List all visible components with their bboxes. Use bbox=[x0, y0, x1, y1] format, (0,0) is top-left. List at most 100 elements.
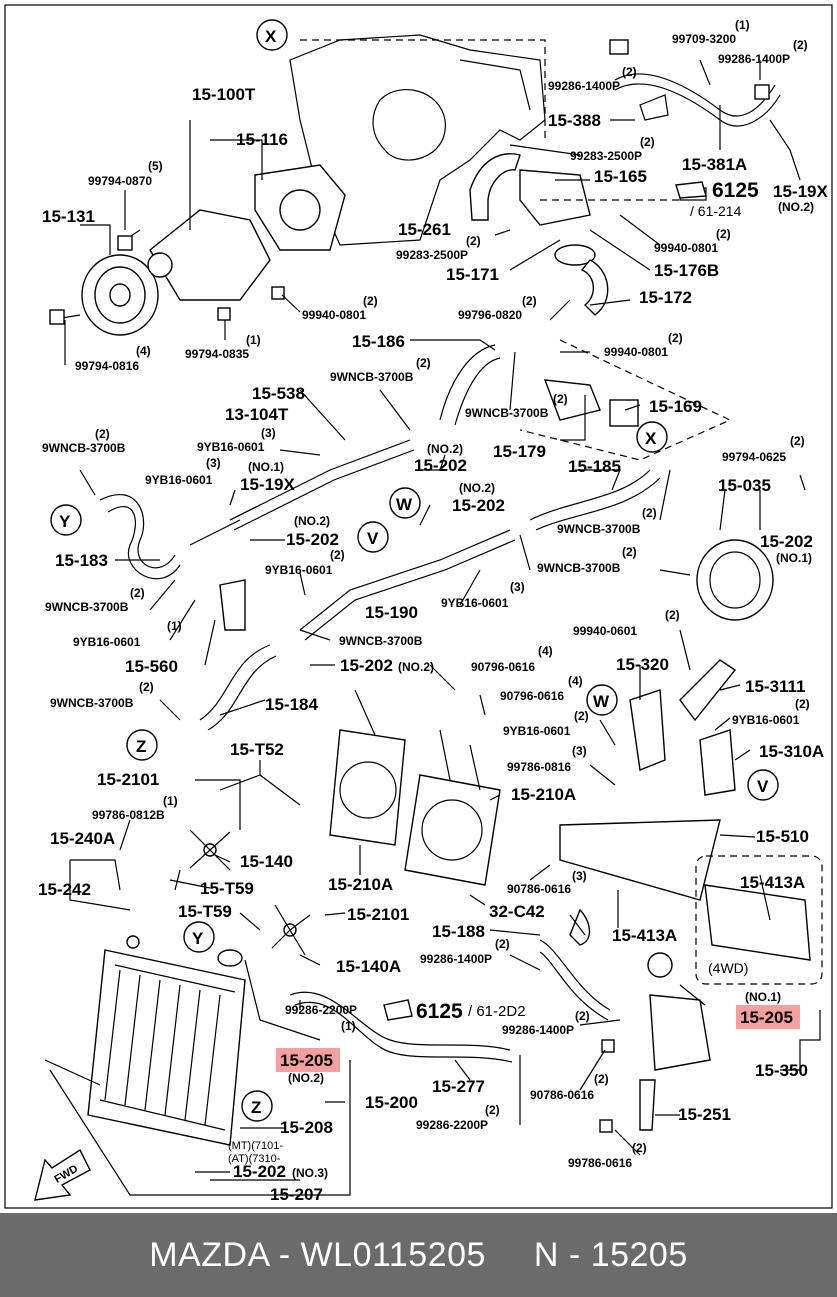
fan-blades-drawing bbox=[189, 829, 311, 956]
label-9YB16-0601: 9YB16-0601 bbox=[73, 635, 141, 649]
label-15-188: 15-188 bbox=[432, 922, 485, 941]
label-qty: (4) bbox=[136, 344, 151, 358]
label-15-261: 15-261 bbox=[398, 220, 451, 239]
callout-v-upper-label: V bbox=[367, 529, 379, 548]
callout-z-upper-label: Z bbox=[136, 737, 146, 756]
thermostat-housing-drawing bbox=[469, 39, 801, 316]
label-qty: (1) bbox=[735, 18, 750, 32]
label-15-200: 15-200 bbox=[365, 1093, 418, 1112]
water-pump-drawing bbox=[49, 164, 346, 336]
label-15-560: 15-560 bbox=[125, 657, 178, 676]
label-15-3111: 15-3111 bbox=[745, 677, 806, 696]
label-99286-2200P: 99286-2200P bbox=[285, 1003, 357, 1017]
footer-reference-number: N - 15205 bbox=[533, 1235, 688, 1274]
label-15-413A: 15-413A bbox=[612, 926, 677, 945]
label-no1: (NO.1) bbox=[248, 460, 284, 474]
label-15-413A: 15-413A bbox=[740, 873, 805, 892]
label-9WNCB-3700B: 9WNCB-3700B bbox=[330, 370, 414, 384]
label-no2: (NO.2) bbox=[427, 442, 463, 456]
label-9WNCB-3700B: 9WNCB-3700B bbox=[42, 441, 126, 455]
hoses-upper-drawing bbox=[439, 339, 732, 461]
label-15-131: 15-131 bbox=[42, 207, 95, 226]
label-99786-0812B: 99786-0812B bbox=[92, 808, 165, 822]
label-qty: (4) bbox=[538, 644, 553, 658]
label-15-172: 15-172 bbox=[639, 288, 692, 307]
callout-w-upper bbox=[389, 487, 421, 519]
callout-w-lower-label: W bbox=[593, 692, 610, 711]
label-qty: (3) bbox=[510, 580, 525, 594]
label-15-179: 15-179 bbox=[493, 442, 546, 461]
label-99286-1400P: 99286-1400P bbox=[502, 1023, 574, 1037]
callout-z-upper bbox=[126, 729, 158, 761]
label-15-186: 15-186 bbox=[352, 332, 405, 351]
label-15-165: 15-165 bbox=[594, 167, 647, 186]
highlight-15-205-right bbox=[736, 1005, 800, 1029]
label-13-104T: 13-104T bbox=[225, 405, 289, 424]
label-no1: (NO.1) bbox=[745, 990, 781, 1004]
label-qty: (3) bbox=[572, 744, 587, 758]
callout-w-lower bbox=[586, 684, 618, 716]
label-99940-0801: 99940-0801 bbox=[604, 345, 668, 359]
label-15-538: 15-538 bbox=[252, 384, 305, 403]
label-99286-2200P: 99286-2200P bbox=[416, 1118, 488, 1132]
label-9YB16-0601: 9YB16-0601 bbox=[503, 724, 571, 738]
label-15-176B: 15-176B bbox=[654, 261, 719, 280]
label-no2: (NO.2) bbox=[294, 514, 330, 528]
label-qty: (1) bbox=[163, 794, 178, 808]
label-qty: (2) bbox=[466, 234, 481, 248]
part-number-footer: MAZDA - WL0115205 N - 15205 bbox=[0, 1213, 837, 1297]
callout-x-top bbox=[256, 19, 288, 51]
fan-shrouds-drawing bbox=[329, 689, 501, 886]
label-qty: (2) bbox=[485, 1103, 500, 1117]
label-99286-1400P: 99286-1400P bbox=[548, 79, 620, 93]
label-15-277: 15-277 bbox=[432, 1077, 485, 1096]
label-qty: (2) bbox=[363, 294, 378, 308]
footer-brand-part-number: MAZDA - WL0115205 bbox=[149, 1235, 486, 1274]
label-90796-0616: 90796-0616 bbox=[500, 689, 564, 703]
label-15-035: 15-035 bbox=[718, 476, 771, 495]
callout-x-right-label: X bbox=[645, 429, 657, 448]
label-99794-0816: 99794-0816 bbox=[75, 359, 139, 373]
label-9YB16-0601: 9YB16-0601 bbox=[732, 713, 800, 727]
label-qty: (2) bbox=[575, 1009, 590, 1023]
callout-y-left bbox=[50, 504, 82, 536]
label-15-116: 15-116 bbox=[236, 130, 288, 149]
callout-x-top-label: X bbox=[265, 27, 277, 46]
label-no3: (NO.3) bbox=[292, 1166, 328, 1180]
label-no2: (NO.2) bbox=[459, 481, 495, 495]
label-15-190: 15-190 bbox=[365, 603, 418, 622]
label-99794-0625: 99794-0625 bbox=[722, 450, 786, 464]
label-qty: (2) bbox=[522, 294, 537, 308]
label-9WNCB-3700B: 9WNCB-3700B bbox=[50, 696, 134, 710]
label-15-19X: 15-19X bbox=[773, 182, 828, 201]
label-15-19X: 15-19X bbox=[240, 475, 295, 494]
label-9YB16-0601: 9YB16-0601 bbox=[441, 596, 509, 610]
brackets-drawing bbox=[559, 539, 774, 901]
highlight-15-205-left bbox=[276, 1048, 340, 1072]
label-no2: (NO.2) bbox=[288, 1071, 324, 1085]
label-qty: (5) bbox=[148, 159, 163, 173]
label-15-171: 15-171 bbox=[446, 265, 499, 284]
label-15-202: 15-202 bbox=[414, 456, 467, 475]
label-qty: (3) bbox=[572, 869, 587, 883]
label-qty: (2) bbox=[495, 937, 510, 951]
label-qty: (2) bbox=[795, 697, 810, 711]
callout-y-lower bbox=[183, 921, 215, 953]
callout-z-lower-label: Z bbox=[251, 1098, 261, 1117]
label-9WNCB-3700B: 9WNCB-3700B bbox=[557, 522, 641, 536]
callout-v-lower bbox=[747, 769, 779, 801]
label-qty: (1) bbox=[246, 333, 261, 347]
label-61-214: / 61-214 bbox=[690, 203, 742, 219]
label-qty: (2) bbox=[594, 1072, 609, 1086]
callout-y-left-label: Y bbox=[59, 512, 71, 531]
label-15-510: 15-510 bbox=[756, 827, 809, 846]
label-9YB16-0601: 9YB16-0601 bbox=[145, 473, 213, 487]
callout-w-upper-label: W bbox=[396, 495, 413, 514]
label-qty: (2) bbox=[553, 392, 568, 406]
label-99794-0870: 99794-0870 bbox=[88, 174, 152, 188]
label-15-2101: 15-2101 bbox=[97, 770, 159, 789]
label-qty: (2) bbox=[130, 586, 145, 600]
label-qty: (2) bbox=[642, 506, 657, 520]
label-15-100T: 15-100T bbox=[192, 85, 256, 104]
